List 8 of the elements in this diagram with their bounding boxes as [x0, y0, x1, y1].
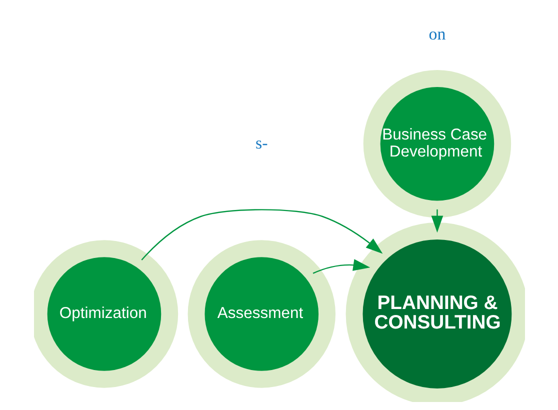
node-circle: PLANNING & CONSULTING — [345, 222, 524, 402]
node-circle: Assessment — [187, 240, 335, 388]
label: s- — [255, 133, 268, 152]
arrow — [430, 209, 443, 233]
arrow — [312, 259, 370, 274]
label: on — [428, 24, 446, 44]
node-circle: Optimization — [34, 240, 178, 388]
arrow — [140, 209, 382, 260]
